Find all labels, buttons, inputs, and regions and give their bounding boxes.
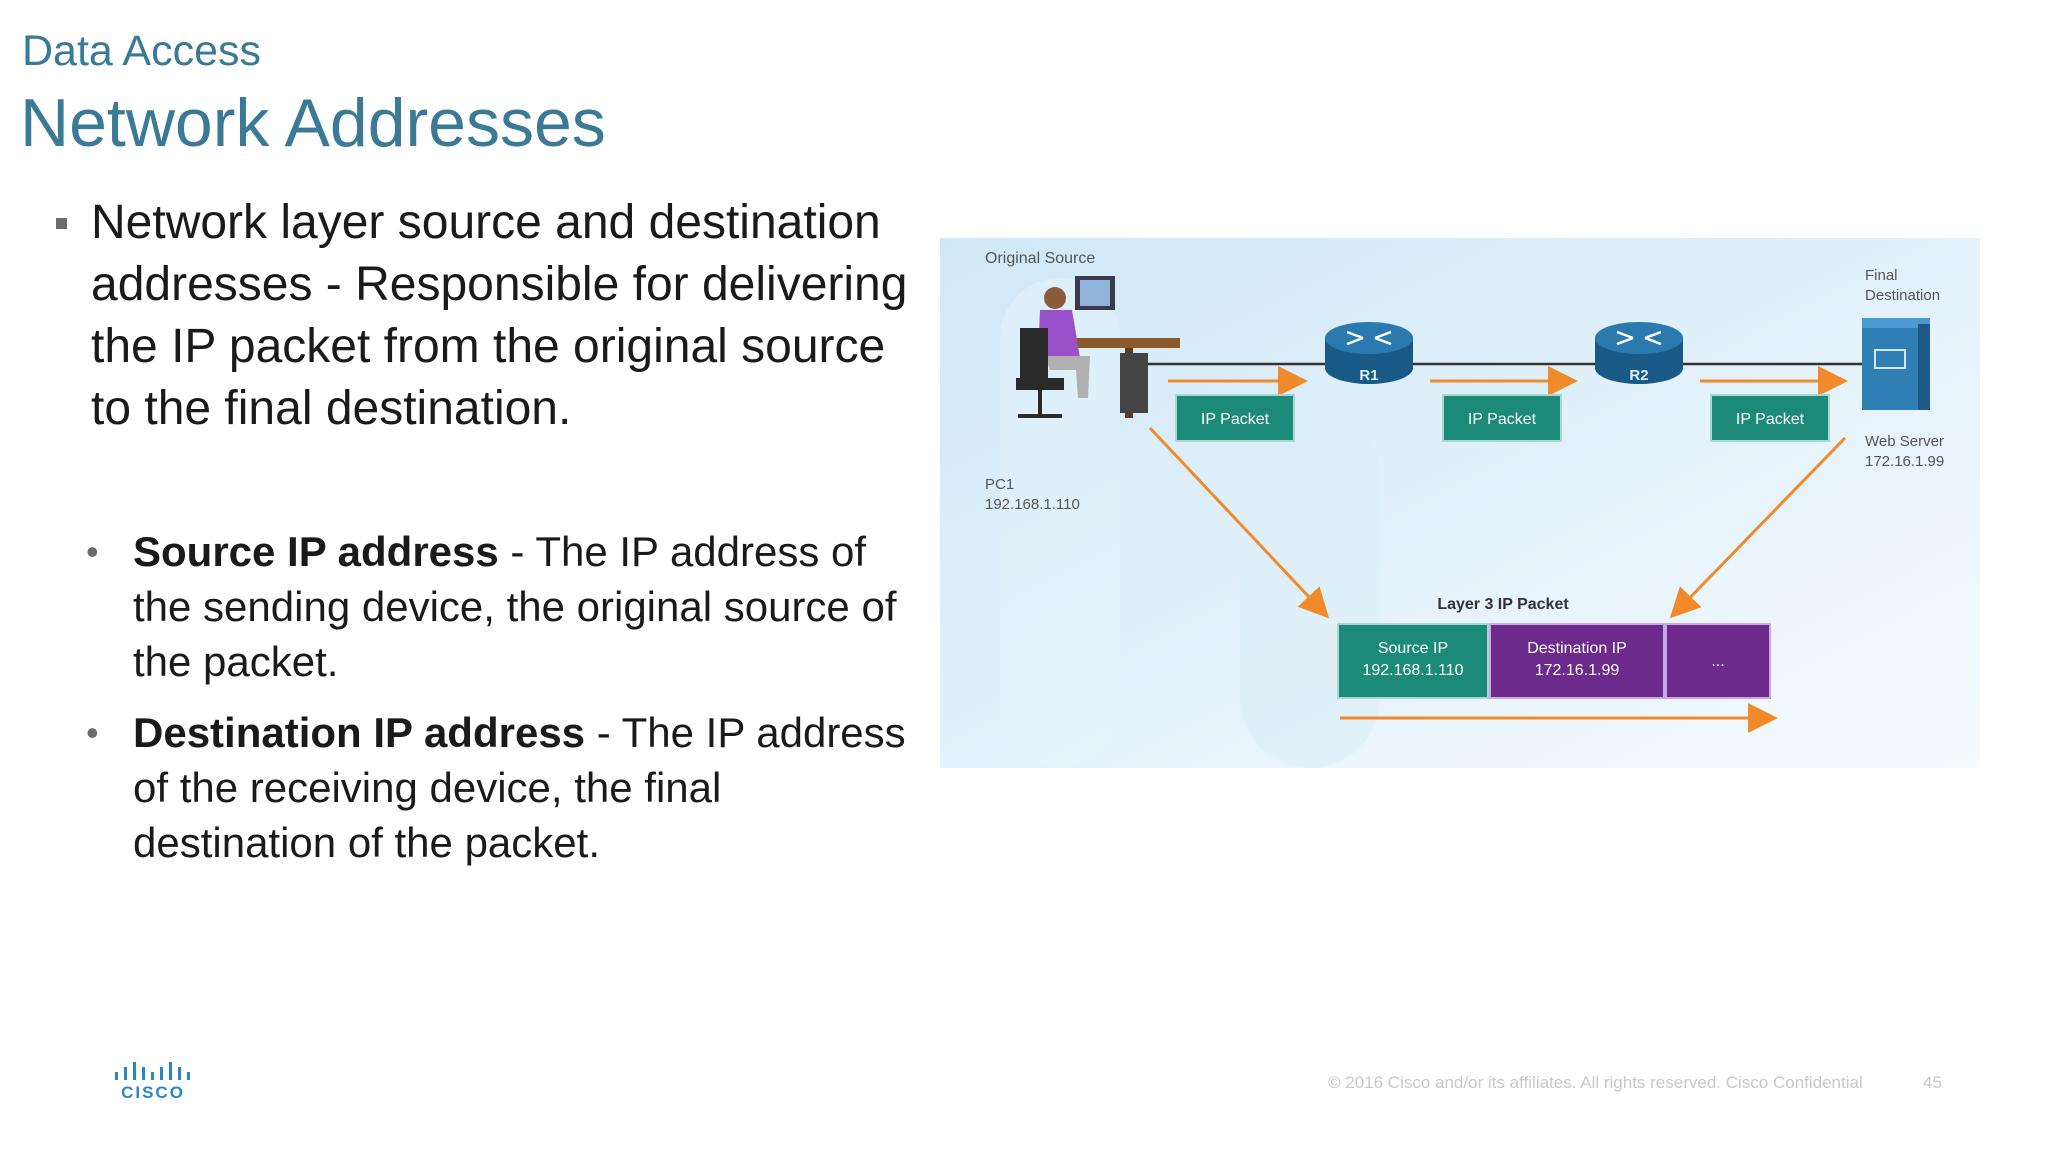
final-destination-label: Final [1865,267,1898,284]
payload-field: ... [1665,623,1771,699]
round-bullet-icon: • [86,531,99,572]
slide-title: Network Addresses [20,85,606,161]
server-ip: 172.16.1.99 [1865,453,1944,470]
ip-packet-box: IP Packet [1710,394,1830,442]
ip-packet-label: IP Packet [1468,411,1537,428]
router-r2-icon [1595,322,1683,384]
cisco-bars-icon: CISCO [115,1062,190,1102]
source-ip-value: 192.168.1.110 [1362,662,1463,679]
ip-packet-label: IP Packet [1736,411,1805,428]
slide-subtitle: Data Access [22,27,261,75]
page-number: 45 [1923,1073,1942,1092]
dest-ip-label: Destination IP [1527,640,1627,657]
sub-bullet-text: - The IP address of the sending device, … [133,528,897,685]
cisco-logo-text: CISCO [121,1083,185,1100]
ip-packet-box: IP Packet [1175,394,1295,442]
cisco-logo: CISCO [112,1058,194,1105]
source-ip-field: Source IP 192.168.1.110 [1337,623,1489,699]
ip-packet-label: IP Packet [1201,411,1270,428]
layer3-packet-title: Layer 3 IP Packet [1437,596,1569,613]
square-bullet-icon [56,218,67,229]
round-bullet-icon: • [86,712,99,753]
dest-ip-value: 172.16.1.99 [1535,662,1620,679]
sub-bullet-term: Source IP address [133,528,499,575]
router-r1-icon [1325,322,1413,384]
destination-ip-field: Destination IP 172.16.1.99 [1489,623,1665,699]
network-diagram-svg: Original Source Final Destination PC1 19… [940,238,1980,768]
sub-bullet-source-ip: • Source IP address - The IP address of … [86,524,926,689]
payload-ellipsis: ... [1711,653,1724,670]
sub-bullet-term: Destination IP address [133,709,586,756]
router-r1-label: R1 [1359,367,1378,384]
pc-ip: 192.168.1.110 [985,496,1080,513]
pc1-workstation-icon [1016,276,1180,418]
router-r2-label: R2 [1629,367,1648,384]
network-diagram: Original Source Final Destination PC1 19… [940,238,1980,768]
server-name: Web Server [1865,433,1944,450]
footer-copyright: © 2016 Cisco and/or its affiliates. All … [1328,1073,1863,1092]
ip-packet-box: IP Packet [1442,394,1562,442]
source-ip-label: Source IP [1378,640,1448,657]
sub-bullet-text: - The IP address of the receiving device… [133,709,906,866]
final-destination-label: Destination [1865,287,1940,304]
main-bullet-text: Network layer source and destination add… [91,196,908,435]
web-server-icon [1862,318,1930,410]
pc-name: PC1 [985,476,1014,493]
original-source-label: Original Source [985,250,1095,267]
sub-bullet-destination-ip: • Destination IP address - The IP addres… [86,705,926,870]
main-bullet: Network layer source and destination add… [56,192,936,440]
